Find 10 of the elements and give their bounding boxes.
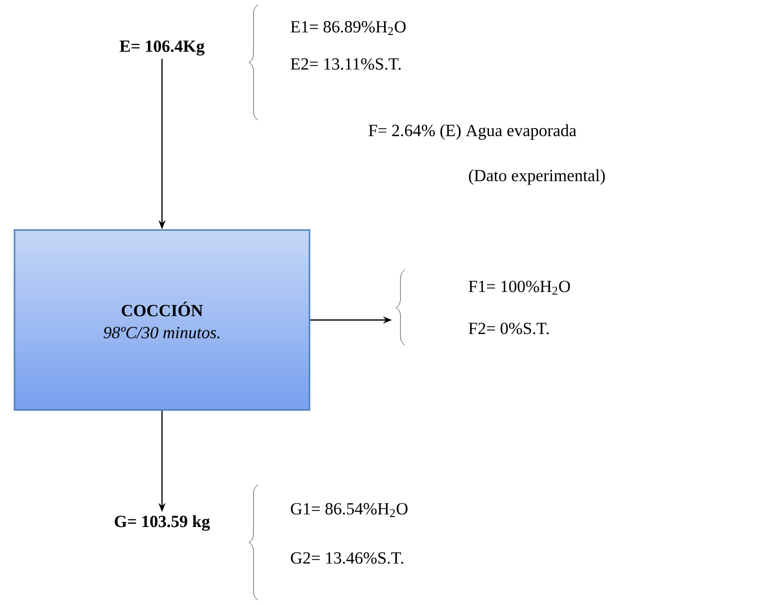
input-label: E= 106.4Kg <box>120 40 204 56</box>
output-label: G= 103.59 kg <box>114 515 210 531</box>
value-label: E2= 13.11%S.T. <box>290 58 401 70</box>
value-label: E1= 86.89%H$_{2}$O <box>290 21 406 35</box>
value-label: F= 2.64% (E) Agua evaporada <box>368 124 576 140</box>
value-label: G1= 86.54%H$_{2}$O <box>290 503 408 517</box>
process-box: COCCIÓN 98ºC/30 minutos. <box>14 229 310 411</box>
value-label: G2= 13.46%S.T. <box>290 552 404 564</box>
value-label: (Dato experimental) <box>468 169 605 185</box>
output-values: F1= 100%H$_{2}$O F2= 0%S.T. <box>468 280 570 334</box>
